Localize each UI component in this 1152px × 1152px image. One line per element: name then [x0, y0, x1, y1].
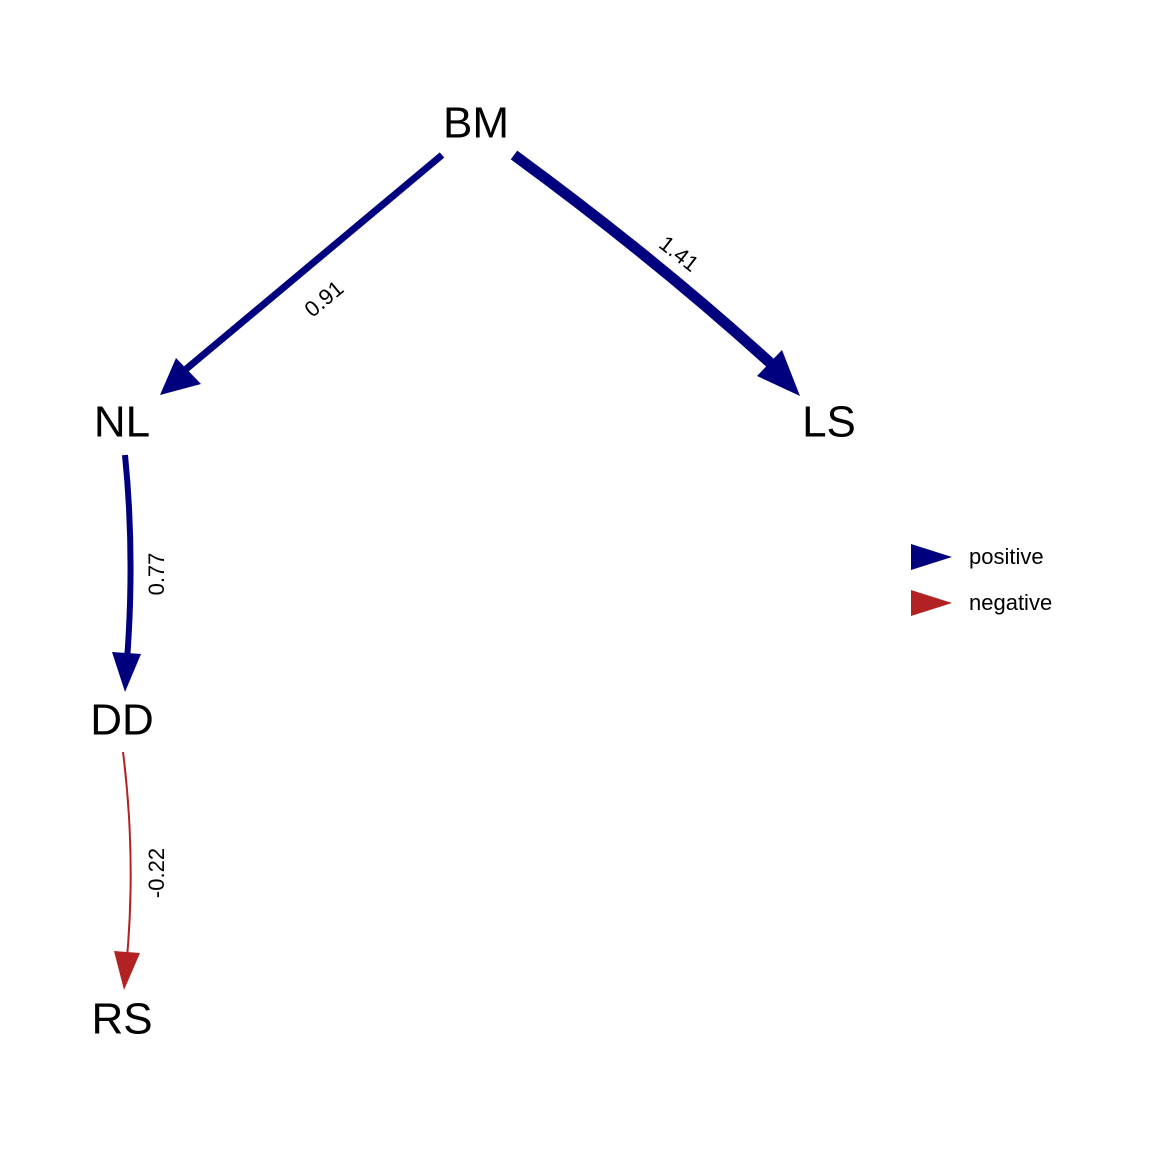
legend-label: negative [969, 590, 1052, 615]
nodes: BM NL LS DD RS [90, 99, 856, 1044]
legend-item-negative: negative [911, 590, 1052, 616]
legend-swatch-positive [911, 544, 952, 570]
edge-bm-ls: 1.41 [510, 150, 800, 396]
edge-nl-dd: 0.77 [112, 454, 169, 692]
edge-line [122, 751, 132, 959]
edge-line [510, 150, 782, 375]
node-ls: LS [802, 398, 856, 447]
legend-swatch-negative [911, 590, 952, 616]
node-rs: RS [91, 995, 152, 1044]
edge-dd-rs: -0.22 [114, 751, 169, 990]
node-bm: BM [443, 99, 509, 148]
node-nl: NL [94, 398, 150, 447]
edge-label: -0.22 [144, 848, 169, 898]
edge-label: 0.91 [299, 275, 348, 322]
legend: positive negative [911, 544, 1052, 616]
legend-item-positive: positive [911, 544, 1044, 570]
edges: 0.91 1.41 0.77 -0.22 [112, 150, 800, 990]
edge-line [182, 152, 445, 373]
legend-label: positive [969, 544, 1044, 569]
edge-arrowhead [160, 358, 201, 395]
edge-bm-nl: 0.91 [160, 152, 445, 395]
edge-arrowhead [112, 652, 141, 692]
edge-label: 0.77 [144, 553, 169, 596]
edge-arrowhead [757, 350, 800, 396]
edge-line [122, 454, 134, 661]
edge-arrowhead [114, 951, 140, 990]
node-dd: DD [90, 696, 154, 745]
